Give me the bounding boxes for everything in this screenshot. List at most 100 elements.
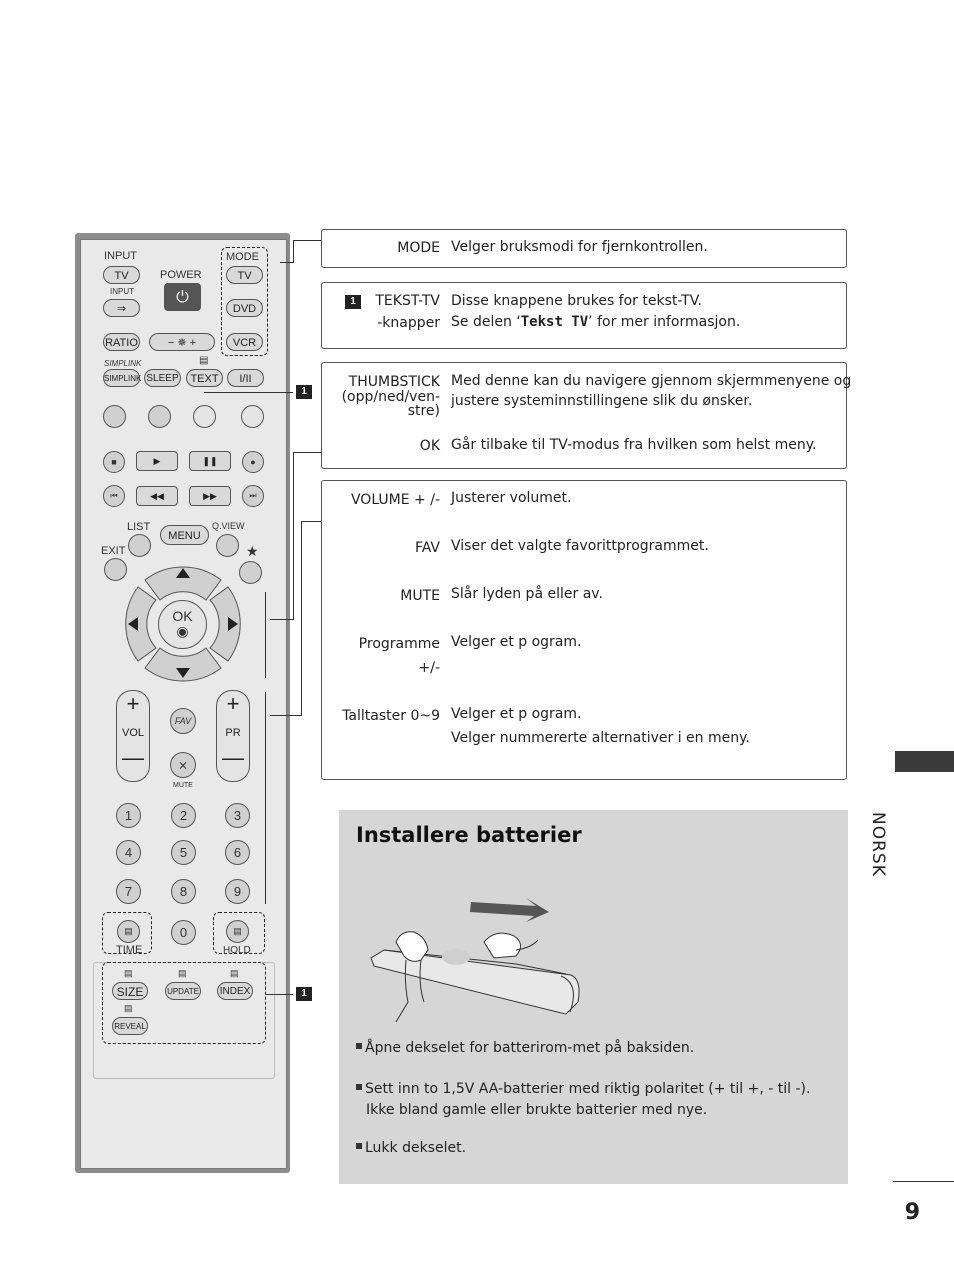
- teletext-hold-icon: ▤: [233, 926, 242, 936]
- digit-5-button[interactable]: 5: [171, 840, 196, 865]
- hold-button[interactable]: ▤: [226, 920, 249, 943]
- mode-description: Velger bruksmodi for fjernkontrollen.: [451, 239, 708, 255]
- ok-button[interactable]: OK ◉: [158, 600, 207, 649]
- vol-plus-icon: +: [126, 691, 140, 716]
- digit-7-button[interactable]: 7: [116, 879, 141, 904]
- teksttv-desc-2a: Se delen ‘: [451, 314, 521, 330]
- thumbstick-box: [321, 362, 847, 469]
- stop-button[interactable]: ■: [103, 451, 125, 473]
- text-leader-line: [204, 392, 293, 393]
- mode-key: MODE: [397, 240, 440, 256]
- mute-button[interactable]: ⨯: [170, 752, 196, 778]
- mute-icon: ⨯: [177, 758, 189, 772]
- digit-3-button[interactable]: 3: [225, 803, 250, 828]
- thumbstick-key-3: stre): [407, 403, 440, 419]
- record-icon: ●: [250, 457, 256, 467]
- qview-button[interactable]: [216, 534, 239, 557]
- text-button[interactable]: TEXT: [186, 369, 223, 387]
- thumb-leader-v: [293, 452, 294, 620]
- star-button[interactable]: [239, 561, 262, 584]
- green-color-button[interactable]: [148, 405, 171, 428]
- thumb-leader-top: [293, 452, 322, 453]
- hold-label: HOLD: [223, 945, 251, 956]
- skip-back-icon: ⏮: [110, 491, 118, 500]
- volume-rocker[interactable]: + VOL —: [116, 690, 150, 782]
- teksttv-key-2: -knapper: [377, 315, 440, 331]
- time-button[interactable]: ▤: [117, 920, 140, 943]
- digit-2-button[interactable]: 2: [171, 803, 196, 828]
- digit-9-button[interactable]: 9: [225, 879, 250, 904]
- size-icon: ▤: [124, 968, 133, 978]
- fastforward-button[interactable]: ▶▶: [189, 486, 231, 506]
- bullet-icon: [356, 1084, 362, 1090]
- vol-bracket: [265, 692, 266, 904]
- prev-button[interactable]: ⏮: [103, 485, 125, 507]
- dvd-button[interactable]: DVD: [226, 299, 263, 317]
- list-button[interactable]: [128, 534, 151, 557]
- thumbstick-ring[interactable]: [120, 562, 246, 686]
- programme-rocker[interactable]: + PR —: [216, 690, 250, 782]
- digit-0-button[interactable]: 0: [171, 920, 196, 945]
- mode-group-outline: [221, 247, 268, 356]
- index-button[interactable]: INDEX: [217, 982, 253, 1000]
- exit-button[interactable]: [104, 558, 127, 581]
- blue-color-button[interactable]: [241, 405, 264, 428]
- ratio-button[interactable]: RATIO: [103, 333, 140, 351]
- brightness-button[interactable]: − ✵ +: [149, 333, 215, 351]
- page-number-rule: [893, 1181, 954, 1182]
- digit-8-button[interactable]: 8: [171, 879, 196, 904]
- teksttv-description-2: Se delen ‘Tekst TV’ for mer informasjon.: [451, 312, 740, 333]
- vcr-button[interactable]: VCR: [226, 333, 263, 351]
- language-tab-marker: [895, 751, 954, 772]
- battery-step-3-text: Lukk dekselet.: [365, 1140, 467, 1156]
- mode-tv-button[interactable]: TV: [226, 266, 263, 284]
- battery-step-2-cont: Ikke bland gamle eller brukte batterier …: [366, 1102, 708, 1118]
- language-label: NORSK: [868, 812, 888, 877]
- battery-illustration: [370, 898, 580, 1023]
- teletext-group-outline: [102, 962, 266, 1044]
- callout-1-teletext: 1: [296, 987, 312, 1001]
- digit-4-button[interactable]: 4: [116, 840, 141, 865]
- index-icon: ▤: [230, 968, 239, 978]
- fav-description: Viser det valgte favorittprogrammet.: [451, 538, 709, 554]
- pause-button[interactable]: ❚❚: [189, 451, 231, 471]
- i-ii-button[interactable]: I/II: [227, 369, 264, 387]
- controls-box: [321, 480, 847, 780]
- power-button[interactable]: ⏻: [164, 283, 201, 311]
- fav-button[interactable]: FAV: [170, 708, 196, 734]
- ok-dot-icon: ◉: [176, 623, 189, 639]
- battery-step-3: Lukk dekselet.: [356, 1138, 466, 1159]
- input-source-button[interactable]: ⇒: [103, 299, 140, 317]
- yellow-color-button[interactable]: [193, 405, 216, 428]
- record-button[interactable]: ●: [242, 451, 264, 473]
- mode-box: [321, 229, 847, 268]
- ok-label: OK: [172, 608, 193, 624]
- play-button[interactable]: ▶: [136, 451, 178, 471]
- digit-6-button[interactable]: 6: [225, 840, 250, 865]
- time-group-outline: [102, 912, 152, 954]
- teksttv-key: TEKST-TV: [375, 293, 440, 309]
- battery-step-2-text: Sett inn to 1,5V AA-batterier med riktig…: [365, 1081, 811, 1097]
- next-button[interactable]: ⏭: [242, 485, 264, 507]
- mute-label: MUTE: [173, 782, 193, 789]
- rewind-icon: ◀◀: [150, 491, 164, 501]
- digit-1-button[interactable]: 1: [116, 803, 141, 828]
- text-icon: ▤: [199, 355, 209, 366]
- update-button[interactable]: UPDATE: [165, 982, 201, 1000]
- reveal-button[interactable]: REVEAL: [112, 1017, 148, 1035]
- hold-group-outline: [213, 912, 265, 954]
- simplink-button[interactable]: SIMPLINK: [103, 369, 141, 387]
- tv-input-button[interactable]: TV: [103, 266, 140, 284]
- input-small-label: INPUT: [110, 287, 134, 296]
- rewind-button[interactable]: ◀◀: [136, 486, 178, 506]
- exit-label: EXIT: [101, 545, 126, 557]
- sleep-button[interactable]: SLEEP: [144, 369, 181, 387]
- volume-key: VOLUME + /-: [350, 492, 440, 508]
- size-button[interactable]: SIZE: [112, 982, 148, 1000]
- ok-description: Går tilbake til TV-modus fra hvilken som…: [451, 437, 817, 453]
- volume-description: Justerer volumet.: [451, 490, 572, 506]
- red-color-button[interactable]: [103, 405, 126, 428]
- battery-step-1: Åpne dekselet for batterirom-met på baks…: [356, 1038, 694, 1059]
- menu-button[interactable]: MENU: [160, 525, 209, 545]
- battery-step-2: Sett inn to 1,5V AA-batterier med riktig…: [356, 1079, 810, 1100]
